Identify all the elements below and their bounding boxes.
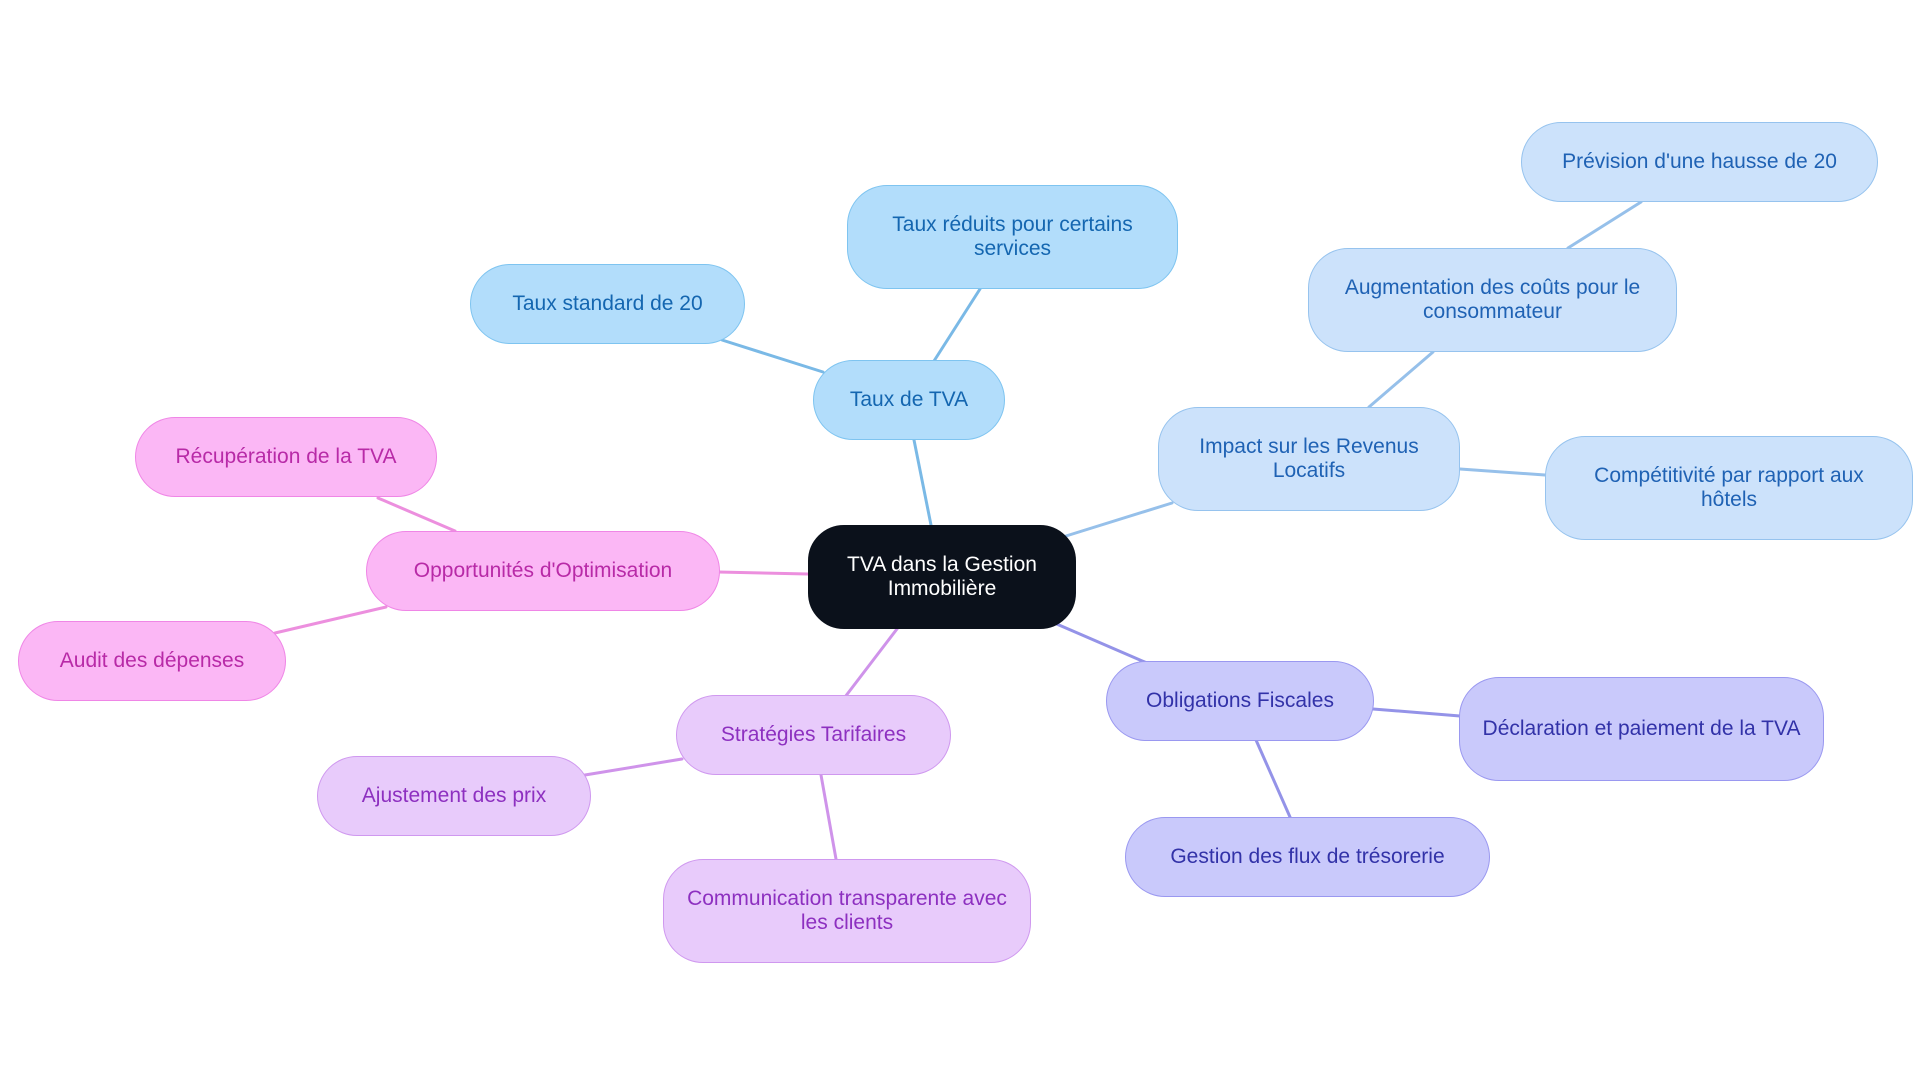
edge-root-strategies (843, 623, 902, 699)
branch-opportunites-optimisation: Opportunités d'Optimisation (366, 531, 720, 611)
edge-taux-standard (720, 338, 825, 374)
edge-impact-augmentation (1367, 350, 1435, 409)
leaf-label: Communication transparente avec les clie… (687, 887, 1007, 934)
edge-root-taux-de-tva (912, 438, 933, 527)
leaf-prevision-hausse: Prévision d'une hausse de 20 (1521, 122, 1878, 202)
edge-root-obligations (1050, 620, 1149, 665)
edge-opportunites-recuperation (376, 496, 457, 533)
leaf-label: Ajustement des prix (361, 784, 547, 807)
edge-strategies-ajustement (583, 757, 684, 777)
branch-label: Opportunités d'Optimisation (413, 559, 673, 582)
root-node: TVA dans la Gestion Immobilière (808, 525, 1076, 629)
edge-root-impact-revenus (1064, 501, 1174, 538)
root-label: TVA dans la Gestion Immobilière (847, 553, 1037, 600)
branch-label: Stratégies Tarifaires (720, 723, 907, 746)
leaf-label: Compétitivité par rapport aux hôtels (1594, 464, 1864, 511)
branch-label: Obligations Fiscales (1146, 689, 1334, 712)
edge-obligations-gestion (1254, 738, 1292, 819)
edge-augmentation-prevision (1566, 200, 1643, 250)
leaf-taux-standard: Taux standard de 20 (470, 264, 745, 344)
leaf-label: Déclaration et paiement de la TVA (1482, 717, 1801, 740)
branch-taux-de-tva: Taux de TVA (813, 360, 1005, 440)
edge-strategies-communication (819, 773, 838, 861)
leaf-ajustement-prix: Ajustement des prix (317, 756, 591, 836)
leaf-gestion-flux: Gestion des flux de trésorerie (1125, 817, 1490, 897)
leaf-label: Taux réduits pour certains services (892, 213, 1133, 260)
edge-opportunites-audit (273, 605, 388, 635)
leaf-label: Prévision d'une hausse de 20 (1562, 150, 1837, 173)
leaf-taux-reduits: Taux réduits pour certains services (847, 185, 1178, 289)
leaf-audit-depenses: Audit des dépenses (18, 621, 286, 701)
edge-root-opportunites (716, 570, 810, 576)
leaf-competitivite-hotels: Compétitivité par rapport aux hôtels (1545, 436, 1913, 540)
branch-obligations-fiscales: Obligations Fiscales (1106, 661, 1374, 741)
branch-strategies-tarifaires: Stratégies Tarifaires (676, 695, 951, 775)
leaf-communication-transparente: Communication transparente avec les clie… (663, 859, 1031, 963)
branch-label: Taux de TVA (849, 388, 969, 411)
edge-obligations-declaration (1371, 707, 1462, 718)
branch-impact-revenus: Impact sur les Revenus Locatifs (1158, 407, 1460, 511)
leaf-recuperation-tva: Récupération de la TVA (135, 417, 437, 497)
leaf-label: Audit des dépenses (59, 649, 245, 672)
leaf-label: Taux standard de 20 (512, 292, 703, 315)
edge-taux-reduits (932, 287, 982, 363)
branch-label: Impact sur les Revenus Locatifs (1199, 435, 1419, 482)
leaf-label: Gestion des flux de trésorerie (1170, 845, 1445, 868)
edge-impact-competitivite (1458, 467, 1547, 477)
leaf-augmentation-couts: Augmentation des coûts pour le consommat… (1308, 248, 1677, 352)
leaf-label: Augmentation des coûts pour le consommat… (1344, 276, 1641, 323)
leaf-label: Récupération de la TVA (175, 445, 397, 468)
leaf-declaration-paiement: Déclaration et paiement de la TVA (1459, 677, 1824, 781)
